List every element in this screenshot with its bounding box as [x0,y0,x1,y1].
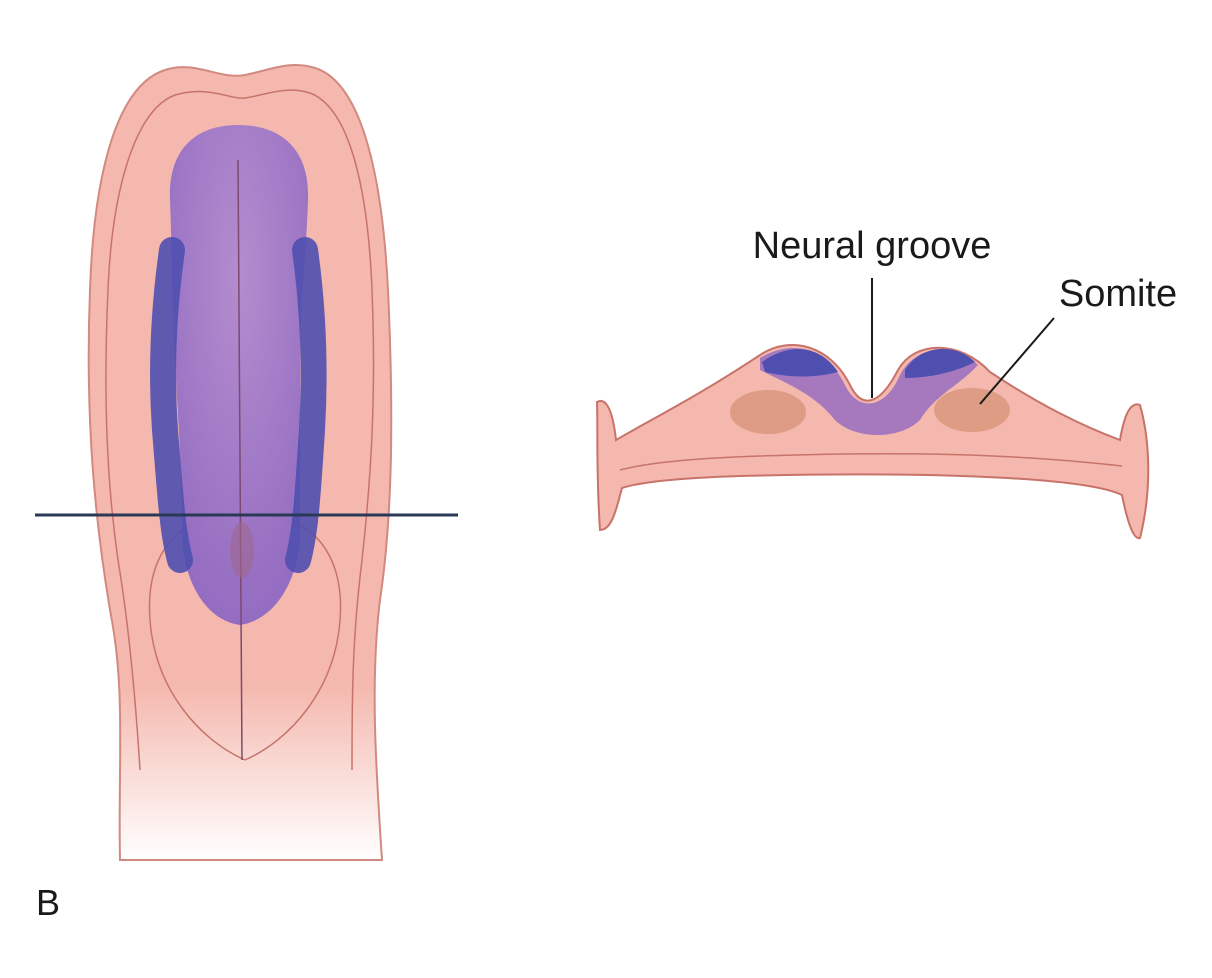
somite-label: Somite [1059,273,1177,315]
section-neural-fold-right [905,348,975,378]
neural-groove-midline [237,159,243,761]
primitive-node [230,522,254,578]
panel-label: B [36,882,60,923]
neural-fold-left [149,237,193,573]
lower-body-right [244,519,342,761]
section-endoderm-line [619,452,1123,471]
transverse-section [595,278,1150,540]
embryo-inner-outline [105,89,375,771]
dorsal-view-embryo [35,64,458,861]
section-neural-fold-left [762,349,838,377]
section-body [595,344,1150,540]
somite-left [730,390,806,434]
somite-right [934,388,1010,432]
somite-leader [979,317,1055,405]
neural-fold-right [285,237,327,573]
neural-groove-label: Neural groove [753,225,992,267]
